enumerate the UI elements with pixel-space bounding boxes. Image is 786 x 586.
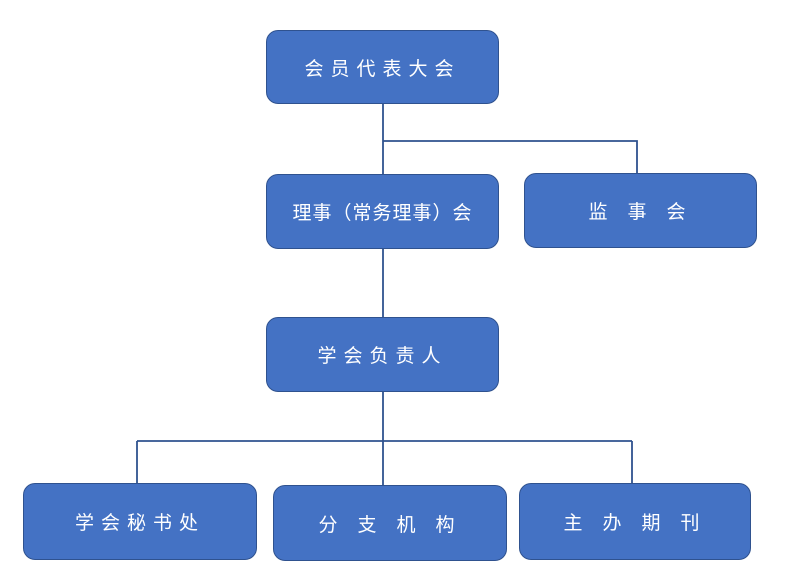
node-council: 理事（常务理事）会: [266, 174, 499, 249]
node-secretariat-label: 学会秘书处: [74, 512, 205, 534]
node-branches-label: 分 支 机 构: [318, 513, 462, 536]
node-member-assembly: 会员代表大会: [266, 30, 499, 104]
node-member-assembly-label: 会员代表大会: [304, 57, 461, 80]
node-journals: 主 办 期 刊: [519, 483, 751, 560]
node-society-leader-label: 学会负责人: [317, 345, 448, 367]
node-society-leader: 学会负责人: [266, 317, 499, 392]
node-secretariat: 学会秘书处: [23, 483, 257, 560]
connector-assembly-supervisory: [383, 140, 638, 173]
node-council-label: 理事（常务理事）会: [292, 202, 473, 224]
node-journals-label: 主 办 期 刊: [563, 512, 707, 534]
node-supervisory-board: 监 事 会: [524, 173, 757, 248]
node-supervisory-board-label: 监 事 会: [588, 201, 693, 223]
node-branches: 分 支 机 构: [273, 485, 507, 561]
